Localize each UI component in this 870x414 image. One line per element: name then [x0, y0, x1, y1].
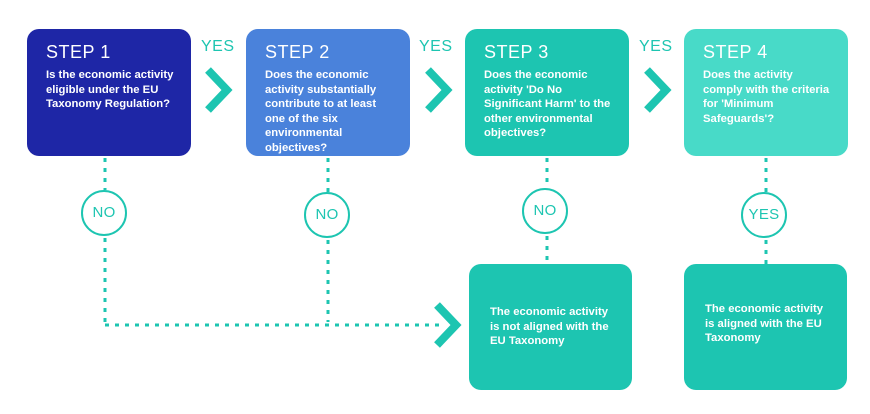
chevron-right-icon	[425, 67, 453, 113]
no-circle: NO	[522, 188, 568, 234]
step-question: Does the activity comply with the criter…	[703, 69, 830, 125]
yes-label: YES	[639, 38, 673, 55]
yes-label: YES	[419, 38, 453, 55]
step-question: Is the economic activity eligible under …	[46, 69, 174, 110]
step-3-box: STEP 3 Does the economic activity 'Do No…	[465, 29, 629, 156]
step-question: Does the economic activity 'Do No Signif…	[484, 69, 611, 139]
chevron-right-icon	[644, 67, 672, 113]
step-2-box: STEP 2 Does the economic activity substa…	[246, 29, 410, 156]
step-title: STEP 2	[265, 42, 330, 62]
outcome-not-aligned-box: The economic activity is not aligned wit…	[469, 264, 632, 390]
yes-label: YES	[201, 38, 235, 55]
chevron-right-icon	[434, 302, 462, 348]
no-circle: NO	[304, 192, 350, 238]
step-question: Does the economic activity substantially…	[265, 69, 377, 154]
step-1-box: STEP 1 Is the economic activity eligible…	[27, 29, 191, 156]
no-circle: NO	[81, 190, 127, 236]
outcome-text: The economic activity is not aligned wit…	[490, 306, 609, 347]
step-title: STEP 1	[46, 42, 111, 62]
yes-circle: YES	[741, 192, 787, 238]
outcome-text: The economic activity is aligned with th…	[705, 303, 824, 344]
chevron-right-icon	[205, 67, 233, 113]
step-title: STEP 3	[484, 42, 549, 62]
step-title: STEP 4	[703, 42, 768, 62]
step-4-box: STEP 4 Does the activity comply with the…	[684, 29, 848, 156]
outcome-aligned-box: The economic activity is aligned with th…	[684, 264, 847, 390]
dashed-lines	[103, 158, 768, 327]
